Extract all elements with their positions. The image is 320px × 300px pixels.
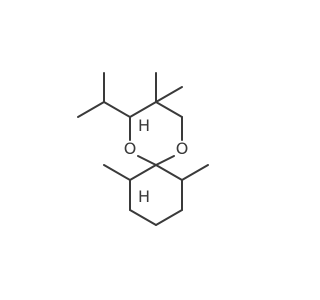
hydrogen-label-upper: H	[138, 116, 150, 135]
atom-label-group: O O H H	[124, 116, 189, 206]
bond-group	[77, 72, 209, 226]
bond-c4-c5	[129, 101, 157, 118]
oxygen-label-left: O	[124, 139, 137, 158]
hydrogen-label-lower: H	[138, 187, 150, 206]
bond-c-left-spiro	[129, 164, 157, 181]
molecule-structure-diagram: O O H H	[77, 72, 209, 226]
bond-right-methyl	[181, 164, 209, 181]
bond-c5-c6	[155, 101, 183, 118]
bond-left-methyl	[103, 164, 131, 181]
oxygen-label-right: O	[176, 139, 189, 158]
bond-c-bottom-c-lower-left	[129, 209, 157, 226]
bond-c5-methyl-b	[155, 86, 183, 103]
bond-spiro-o2	[137, 155, 157, 166]
bond-o1-spiro	[155, 155, 175, 166]
bond-spiro-c-right	[155, 164, 183, 181]
bond-isopropyl-methyl-left	[77, 101, 105, 118]
bond-isopropyl-to-ring	[103, 101, 131, 118]
bond-c-lower-right-c-bottom	[155, 209, 183, 226]
